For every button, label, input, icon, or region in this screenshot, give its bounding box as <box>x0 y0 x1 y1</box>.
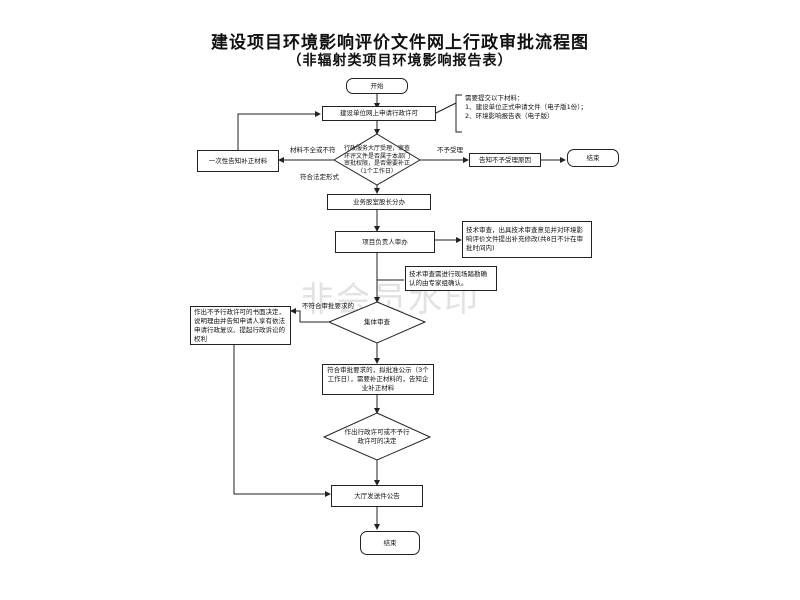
approve-review-text: 集体审查 <box>364 317 390 326</box>
label-not-meet: 不符合审批要求的 <box>302 302 354 310</box>
decision-license-text: 作出行政许可或不予行政许可的决定 <box>344 428 410 445</box>
submit-application-box: 建设单位网上申请行政许可 <box>322 106 436 121</box>
end-node: 结束 <box>360 531 420 555</box>
materials-pointer <box>435 102 457 114</box>
public-notice-box: 符合审批要求的，拟批准公示（3个工作日），需要补正材料的，告知企业补正材料 <box>322 364 434 395</box>
notify-reject-box: 告知不予受理原因 <box>469 153 541 167</box>
decision-diamond-scope <box>333 133 421 186</box>
materials-bracket <box>455 94 462 133</box>
connector-supplement-submit <box>237 111 321 150</box>
start-node: 开始 <box>346 78 408 94</box>
decision-scope-text: 行政服务大厅受理，审查环评文件是否属于本部门审批权限，是否需要补正（1个工作日） <box>344 145 411 175</box>
page-title: 建设项目环境影响评价文件网上行政审批流程图 <box>211 33 589 53</box>
label-incomplete: 材料不全或不符 <box>290 146 336 154</box>
decision-diamond-license <box>322 412 432 461</box>
connector-reject-hall <box>233 345 331 497</box>
connector-review-reject <box>290 308 329 323</box>
page-subtitle: （非辐射类项目环境影响报告表） <box>287 53 513 69</box>
end-reject-node: 结束 <box>567 149 619 167</box>
expert-review-box: 技术审查需进行现场踏勘确认的由专家组确认。 <box>405 266 497 291</box>
reject-reply-box: 作出不予行政许可的书面决定，说明理由并告知申请人享有依法申请行政复议、提起行政诉… <box>190 306 291 345</box>
decision-diamond-review <box>327 301 427 344</box>
assign-box: 业务股室股长分办 <box>327 194 431 210</box>
materials-note: 需要提交以下材料： 1、建设单位正式申请文件（电子版1份）； 2、环境影响报告表… <box>465 94 588 120</box>
label-not-accept: 不予受理 <box>437 146 463 154</box>
supplement-materials-box: 一次性告知补正材料 <box>197 150 279 172</box>
label-meets-form: 符合法定形式 <box>300 173 339 181</box>
hall-notice-box: 大厅发送件公告 <box>331 485 423 507</box>
project-lead-box: 项目负责人审办 <box>335 231 435 253</box>
tech-review-box: 技术审查，出具技术审查意见并对环境影响评价文件提出补充修改(共8日不计在审批时间… <box>462 221 592 258</box>
